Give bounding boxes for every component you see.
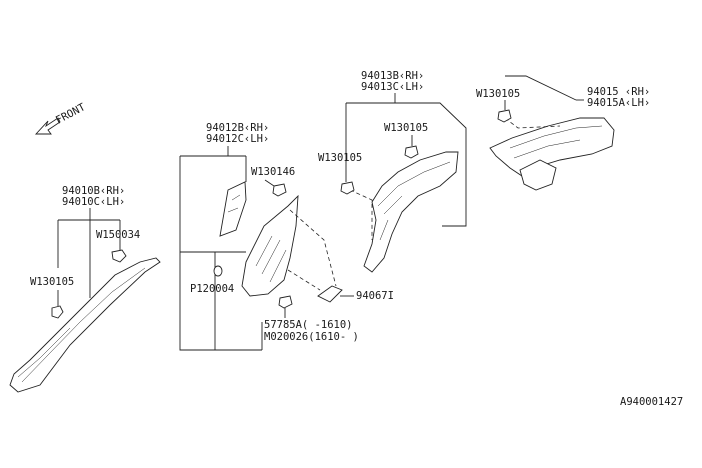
callout-94010c: 94010C‹LH› — [62, 196, 125, 208]
callout-m020026: M020026(1610- ) — [264, 331, 359, 343]
front-arrow-icon — [34, 117, 61, 135]
front-label: FRONT — [54, 101, 88, 127]
callout-w130105-a: W130105 — [30, 276, 74, 288]
cover-94067i — [317, 285, 343, 303]
bolt-57785a-icon — [278, 295, 293, 318]
leader-94012 — [179, 146, 263, 351]
leader-94010 — [57, 208, 121, 298]
clip-w130105-b-icon — [404, 145, 419, 159]
clip-w130105-a-icon — [51, 305, 64, 319]
callout-94067i: 94067I — [356, 290, 394, 302]
callout-w130105-d: W130105 — [476, 88, 520, 100]
figure-code: A940001427 — [620, 396, 683, 408]
callout-57785a: 57785A( -1610) — [264, 319, 353, 331]
callout-p120004: P120004 — [190, 283, 234, 295]
callout-94015a: 94015A‹LH› — [587, 97, 650, 109]
callout-94012b: 94012B‹RH› — [206, 122, 269, 134]
callout-w130105-c: W130105 — [318, 152, 362, 164]
clip-p120004-icon — [213, 265, 223, 277]
callout-94015: 94015 ‹RH› — [587, 86, 650, 98]
pillar-upper-trim — [219, 181, 247, 237]
callout-94012c: 94012C‹LH› — [206, 133, 269, 145]
a-pillar-trim — [9, 257, 161, 393]
clip-w130105-d-icon — [497, 109, 512, 123]
clip-w130105-c-icon — [340, 181, 355, 195]
rear-side-trim — [489, 117, 615, 191]
callout-94013b: 94013B‹RH› — [361, 70, 424, 82]
clip-w150034-icon — [111, 249, 127, 263]
callout-w130105-b: W130105 — [384, 122, 428, 134]
rear-quarter-trim — [363, 151, 459, 273]
leader-94013 — [345, 93, 467, 227]
callout-94013c: 94013C‹LH› — [361, 81, 424, 93]
callout-w150034: W150034 — [96, 229, 140, 241]
callout-94010b: 94010B‹RH› — [62, 185, 125, 197]
clip-w130146-icon — [272, 183, 287, 197]
pillar-main-trim — [241, 194, 299, 297]
callout-w130146: W130146 — [251, 166, 295, 178]
